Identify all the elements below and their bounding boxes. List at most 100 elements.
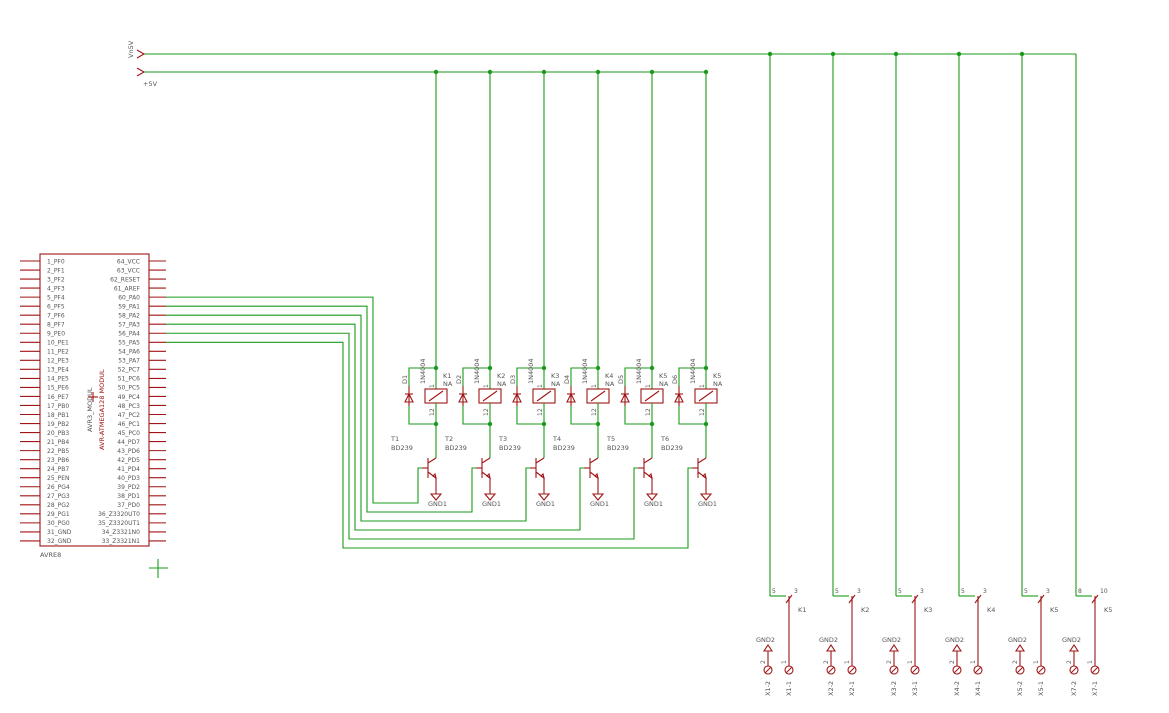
connector-label: X2-2	[827, 681, 835, 696]
mcu-right-pin-label: 34_Z3321N0	[102, 529, 141, 536]
transistor-name: T5	[606, 435, 615, 443]
screw-terminal	[1069, 665, 1079, 675]
switch-arm	[974, 594, 982, 604]
relay-contact-type: NA	[497, 380, 507, 388]
mcu-left-pin-label: 8_PF7	[47, 322, 65, 329]
mcu-right-pin-label: 60_PA0	[118, 294, 140, 301]
driver-transistor	[530, 424, 551, 501]
mcu-left-pin-label: 1_PF0	[47, 258, 65, 265]
switch-name: K1	[798, 606, 806, 614]
switch-name: K5	[1104, 606, 1112, 614]
mcu-left-pin-label: 21_PB4	[47, 439, 69, 446]
port-to-base-wire	[166, 323, 584, 531]
diode-top-wire	[462, 367, 490, 386]
screw-terminal	[784, 665, 794, 675]
coil-pin-number: 12	[591, 408, 598, 416]
transistor-collector	[697, 457, 707, 464]
mcu-left-pin-label: 13_PE4	[47, 367, 69, 374]
flyback-diode	[458, 386, 468, 406]
mcu-title: AVR-ATMEGA128 MODUL	[98, 369, 106, 450]
switch-pin-number: 3	[920, 588, 924, 595]
screw-terminal	[889, 665, 899, 675]
diode-top-wire	[516, 367, 544, 386]
mcu-body	[39, 253, 150, 547]
screw-slot	[911, 666, 919, 674]
gnd2-label: GND2	[882, 636, 901, 644]
switch-pin-number: 8	[1078, 588, 1082, 595]
gnd1-symbol	[591, 493, 605, 501]
mcu-frame-name: AVRE8	[40, 551, 61, 559]
connector-pin-number: 1	[907, 660, 914, 664]
mcu-right-pin-label: 37_PD0	[117, 502, 140, 509]
diode-name: D1	[401, 375, 409, 384]
transistor-collector	[589, 457, 599, 464]
screw-slot	[974, 666, 982, 674]
mcu-right-pin-label: 53_PA7	[118, 358, 140, 365]
diode-name: D6	[671, 375, 679, 384]
switch-pin-number: 5	[898, 588, 902, 595]
mcu-left-pin-label: 2_PF1	[47, 267, 65, 274]
mcu-left-pin-label: 4_PF3	[47, 285, 65, 292]
coil-slash	[644, 390, 660, 402]
gnd-label: GND1	[536, 500, 555, 508]
mcu-right-pin-label: 56_PA4	[118, 331, 140, 338]
screw-slot	[890, 666, 898, 674]
flyback-diode	[404, 386, 414, 406]
relay-name: K5	[659, 372, 667, 380]
mcu-module-label: AVR3_MODUL	[86, 387, 94, 432]
diode-bottom-wire	[570, 406, 598, 425]
mcu-left-pin-label: 30_PG0	[47, 520, 70, 527]
screw-slot	[785, 666, 793, 674]
relay-coil	[586, 368, 610, 424]
flyback-diode	[620, 386, 630, 406]
switch-pin-number: 5	[1024, 588, 1028, 595]
connector-label: X1-1	[785, 681, 793, 696]
port-to-base-wire	[166, 332, 638, 540]
mcu-left-pin-label: 19_PB2	[47, 421, 69, 428]
relay-name: K5	[713, 372, 721, 380]
junction-dot	[893, 51, 899, 57]
screw-terminal	[1036, 665, 1046, 675]
transistor-collector	[535, 457, 545, 464]
gnd2-symbol	[1068, 644, 1080, 652]
mcu-left-pin-label: 29_PG1	[47, 511, 70, 518]
switch-arm	[1037, 594, 1045, 604]
transistor-collector	[643, 457, 653, 464]
relay-contact-type: NA	[551, 380, 561, 388]
vn5v-label: Vn5V	[127, 40, 135, 58]
mcu-left-pin-label: 23_PB6	[47, 457, 69, 464]
screw-terminal	[1015, 665, 1025, 675]
switch-arm	[848, 594, 856, 604]
coil-pin-number: 12	[429, 408, 436, 416]
junction-dot	[1019, 51, 1025, 57]
screw-terminal	[763, 665, 773, 675]
port-to-base-wire	[166, 314, 530, 522]
driver-transistor	[476, 424, 497, 501]
gnd-label: GND1	[698, 500, 717, 508]
port-to-base-wire	[166, 296, 422, 504]
mcu-left-pin-label: 26_PG4	[47, 484, 70, 491]
transistor-name: T6	[660, 435, 669, 443]
mcu-left-pin-label: 22_PB5	[47, 448, 69, 455]
junction-dot	[767, 51, 773, 57]
gnd-label: GND1	[644, 500, 663, 508]
coil-pin-number: 1	[591, 384, 598, 388]
connector-label: X3-2	[890, 681, 898, 696]
mcu-left-pin-label: 5_PF4	[47, 294, 65, 301]
mcu-right-pin-label: 45_PC0	[118, 430, 140, 437]
emitter-arrow	[540, 472, 545, 480]
mcu-right-pin-label: 36_Z3320UT0	[98, 511, 140, 518]
junction-dot	[541, 69, 547, 75]
diode-top-wire	[570, 367, 598, 386]
gnd-label: GND1	[428, 500, 447, 508]
connector-label: X3-1	[911, 681, 919, 696]
connector-pin-number: 1	[970, 660, 977, 664]
gnd2-label: GND2	[1008, 636, 1027, 644]
connector-label: X4-1	[974, 681, 982, 696]
mcu-right-pin-label: 58_PA2	[118, 312, 140, 319]
transistor-name: T3	[498, 435, 507, 443]
